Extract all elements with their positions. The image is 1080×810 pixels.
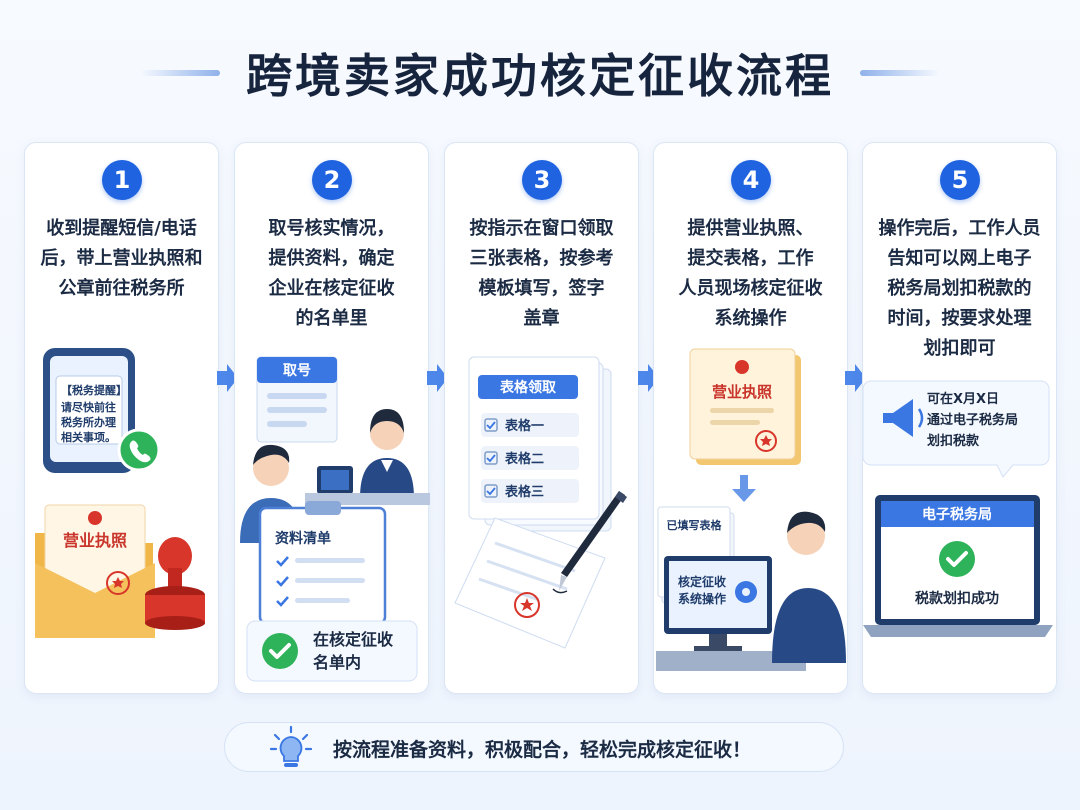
- step-1-illustration: 【税务提醒】 请尽快前往 税务所办理 相关事项。 营业执照: [35, 348, 205, 638]
- step-card-4: 4 提供营业执照、 提交表格，工作 人员现场核定征收 系统操作 营业执照 已填写…: [653, 142, 848, 694]
- seal-stamp-icon: [145, 537, 205, 630]
- queue-label: 取号: [283, 363, 311, 379]
- laptop-title: 电子税务局: [922, 506, 992, 523]
- arrow-right-icon: [427, 364, 448, 392]
- title-decoration-left: [140, 70, 220, 76]
- step-desc-2: 取号核实情况， 提供资料，确定 企业在核定征收 的名单里: [243, 214, 420, 334]
- laptop-icon: 电子税务局 税款划扣成功: [863, 495, 1053, 637]
- step-2-line: 的名单里: [295, 308, 368, 329]
- step-4-illustration: 营业执照 已填写表格 核定征收 系统操作: [656, 348, 846, 671]
- title-bar: 跨境卖家成功核定征收流程: [0, 38, 1080, 108]
- checklist-clipboard-icon: 资料清单: [258, 501, 387, 625]
- system-line: 系统操作: [678, 591, 726, 606]
- step-card-5: 5 操作完后，工作人员 告知可以网上电子 税务局划扣税款的 时间，按要求处理 划…: [862, 142, 1057, 694]
- step-3-line: 盖章: [523, 308, 560, 329]
- forms-title: 表格领取: [499, 379, 557, 396]
- step-4-line: 提供营业执照、: [687, 218, 814, 239]
- step-5-illustration: 可在X月X日 通过电子税务局 划扣税款 电子税务局 税款划扣成功: [863, 380, 1053, 637]
- system-line: 核定征收: [678, 574, 726, 589]
- page-title: 跨境卖家成功核定征收流程: [246, 49, 834, 103]
- sms-line: 请尽快前往: [61, 400, 116, 414]
- step-card-3: 3 按指示在窗口领取 三张表格，按参考 模板填写，签字 盖章 表格领取 表格一 …: [444, 142, 639, 694]
- arrow-right-icon: [638, 364, 659, 392]
- step-3-line: 模板填写，签字: [478, 278, 605, 299]
- step-5-line: 税务局划扣税款的: [887, 278, 1032, 299]
- step-3-illustration: 表格领取 表格一 表格二 表格三: [454, 356, 627, 649]
- phone-icon: 【税务提醒】 请尽快前往 税务所办理 相关事项。: [43, 348, 135, 473]
- step-4-line: 提交表格，工作: [687, 248, 814, 269]
- step-number-2: 2: [312, 160, 352, 200]
- step-5-line: 划扣即可: [923, 338, 996, 359]
- service-counter-icon: [305, 409, 430, 505]
- checklist-label: 资料清单: [275, 530, 331, 547]
- license-folder-icon: 营业执照: [689, 348, 801, 465]
- step-2-illustration: 取号 资料清单: [240, 356, 430, 682]
- license-label: 营业执照: [63, 531, 127, 550]
- queue-ticket-icon: 取号: [256, 356, 338, 443]
- step-card-2: 2 取号核实情况， 提供资料，确定 企业在核定征收 的名单里 取号: [234, 142, 430, 694]
- step-2-line: 取号核实情况，: [268, 218, 395, 239]
- signed-form-icon: [454, 517, 606, 649]
- step-desc-5: 操作完后，工作人员 告知可以网上电子 税务局划扣税款的 时间，按要求处理 划扣即…: [871, 214, 1048, 364]
- check-icon: [269, 643, 291, 659]
- step-card-1: 1 收到提醒短信/电话 后，带上营业执照和 公章前往税务所 【税务提醒】 请尽快…: [24, 142, 219, 694]
- step-2-line: 企业在核定征收: [268, 278, 395, 299]
- title-decoration-right: [860, 70, 940, 76]
- step-1-line: 收到提醒短信/电话: [46, 218, 197, 239]
- form-item: 表格二: [504, 451, 544, 467]
- staff-avatar: [772, 511, 846, 663]
- step-5-line: 操作完后，工作人员: [878, 218, 1041, 239]
- result-box: 在核定征收 名单内: [246, 620, 418, 682]
- step-desc-4: 提供营业执照、 提交表格，工作 人员现场核定征收 系统操作: [662, 214, 839, 334]
- filled-forms-label: 已填写表格: [667, 518, 723, 532]
- step-desc-1: 收到提醒短信/电话 后，带上营业执照和 公章前往税务所: [33, 214, 210, 304]
- arrow-down-icon: [732, 475, 756, 502]
- step-desc-3: 按指示在窗口领取 三张表格，按参考 模板填写，签字 盖章: [453, 214, 630, 334]
- step-5-line: 告知可以网上电子: [887, 248, 1032, 269]
- notice-bubble: 可在X月X日 通过电子税务局 划扣税款: [863, 380, 1050, 478]
- step-5-line: 时间，按要求处理: [887, 308, 1032, 329]
- step-4-line: 系统操作: [714, 308, 787, 329]
- phone-call-icon: [117, 428, 161, 472]
- step-4-line: 人员现场核定征收: [678, 278, 823, 299]
- laptop-status: 税款划扣成功: [915, 590, 999, 607]
- megaphone-icon: [883, 399, 924, 437]
- result-line: 在核定征收: [313, 630, 393, 649]
- step-3-line: 三张表格，按参考: [469, 248, 614, 269]
- step-2-line: 提供资料，确定: [268, 248, 395, 269]
- system-monitor-icon: 核定征收 系统操作: [656, 556, 806, 671]
- footer-text: 按流程准备资料，积极配合，轻松完成核定征收！: [333, 739, 752, 761]
- footer-tip: 按流程准备资料，积极配合，轻松完成核定征收！: [224, 722, 844, 772]
- notice-line: 通过电子税务局: [927, 412, 1018, 428]
- step-1-line: 后，带上营业执照和: [40, 248, 203, 269]
- folder-icon: 营业执照: [35, 504, 155, 638]
- license-label: 营业执照: [712, 383, 772, 401]
- step-number-5: 5: [940, 160, 980, 200]
- form-item: 表格一: [504, 418, 544, 434]
- step-number-4: 4: [731, 160, 771, 200]
- arrow-right-icon: [217, 364, 238, 392]
- notice-line: 可在X月X日: [927, 391, 999, 407]
- notice-line: 划扣税款: [927, 433, 980, 449]
- step-3-line: 按指示在窗口领取: [469, 218, 614, 239]
- step-number-3: 3: [522, 160, 562, 200]
- arrow-right-icon: [845, 364, 866, 392]
- forms-stack-icon: 表格领取 表格一 表格二 表格三: [468, 356, 612, 532]
- pen-icon: [552, 491, 627, 594]
- lightbulb-icon: [269, 725, 313, 767]
- sms-title: 【税务提醒】: [61, 383, 127, 397]
- form-item: 表格三: [504, 484, 544, 500]
- result-line: 名单内: [313, 653, 361, 672]
- sms-line: 相关事项。: [61, 430, 116, 444]
- step-number-1: 1: [102, 160, 142, 200]
- sms-line: 税务所办理: [61, 415, 116, 429]
- success-check-icon: [946, 551, 968, 567]
- step-1-line: 公章前往税务所: [58, 278, 185, 299]
